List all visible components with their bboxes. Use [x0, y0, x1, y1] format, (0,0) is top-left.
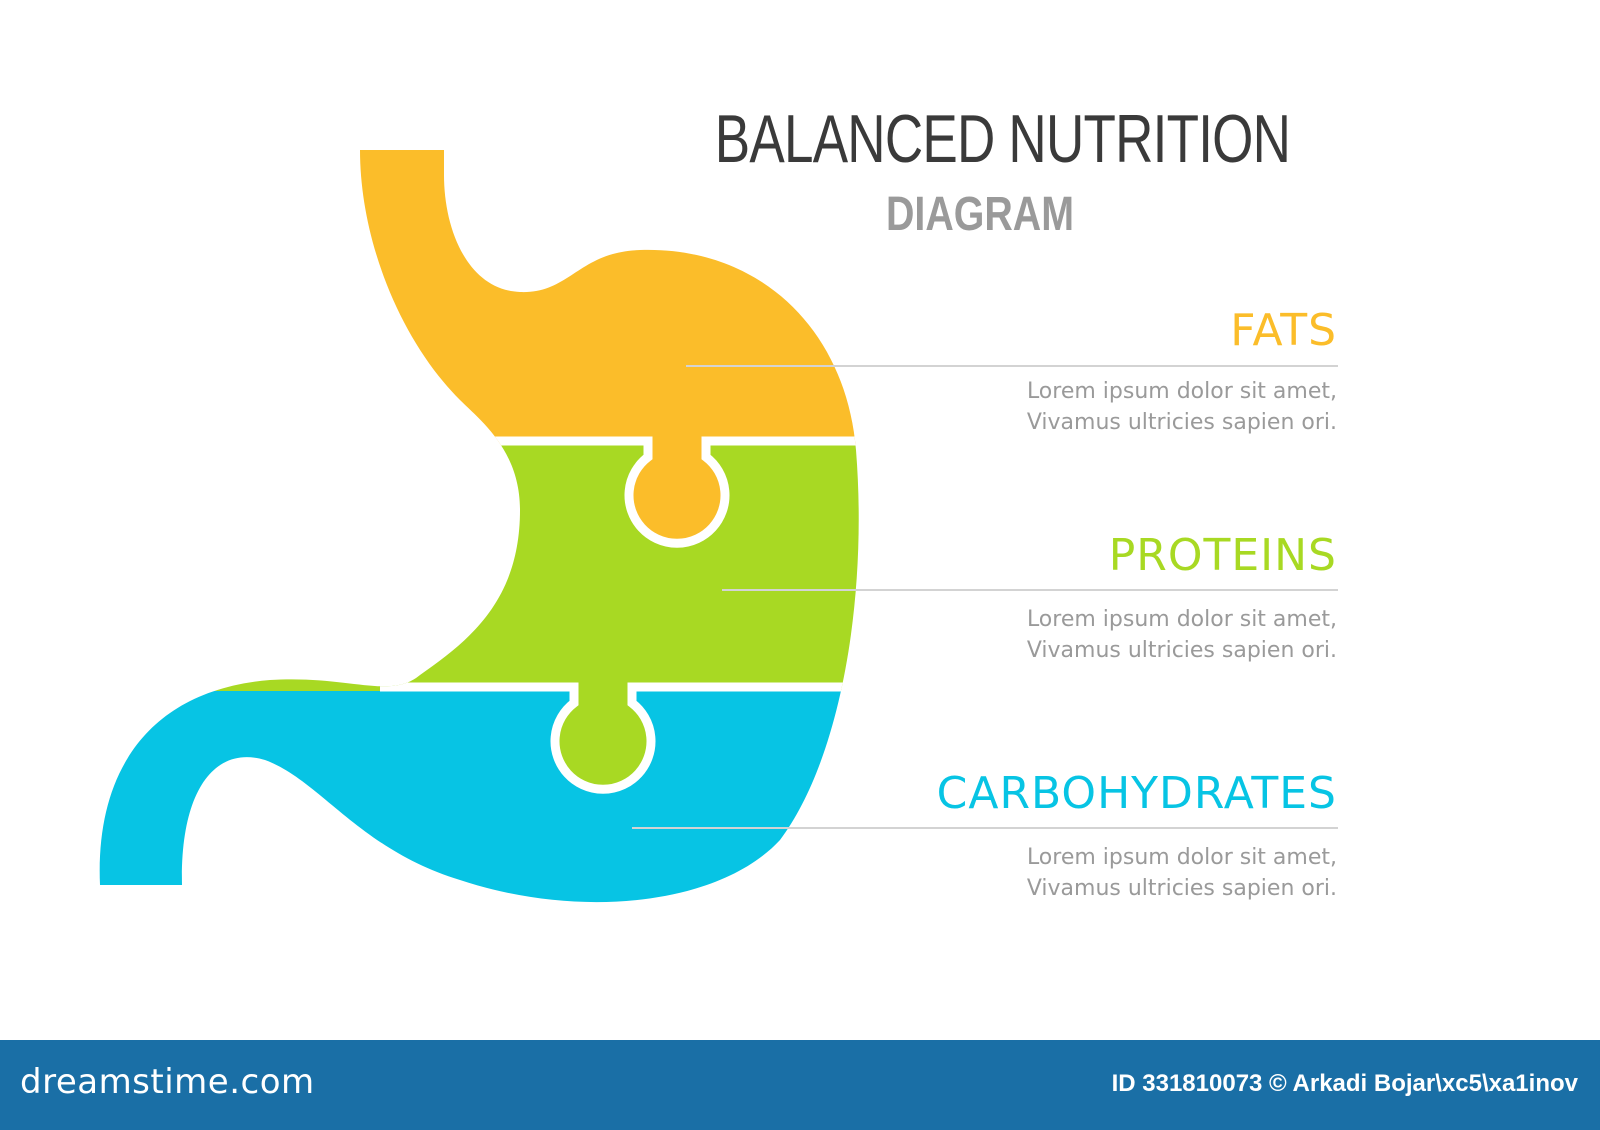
- carbohydrates-segment: [99, 691, 859, 903]
- proteins-description: Lorem ipsum dolor sit amet, Vivamus ultr…: [1027, 604, 1337, 666]
- carbohydrates-description: Lorem ipsum dolor sit amet, Vivamus ultr…: [1027, 842, 1337, 904]
- proteins-puzzle-knob: [555, 687, 651, 790]
- proteins-description-line1: Lorem ipsum dolor sit amet,: [1026, 607, 1337, 632]
- carbohydrates-description-line1: Lorem ipsum dolor sit amet,: [1026, 845, 1337, 870]
- fats-description: Lorem ipsum dolor sit amet, Vivamus ultr…: [1027, 376, 1337, 438]
- brand-logo-text: dreamstime.com: [20, 1062, 315, 1102]
- fats-label: FATS: [1230, 305, 1337, 356]
- fats-description-line2: Vivamus ultricies sapien ori.: [1026, 410, 1337, 435]
- diagram-stage: BALANCED NUTRITION DIAGRAM FATS Lorem ip…: [99, 101, 1338, 904]
- proteins-label: PROTEINS: [1108, 530, 1337, 581]
- footer-bar: dreamstime.com ID 331810073 © Arkadi Boj…: [0, 1040, 1600, 1130]
- carbohydrates-description-line2: Vivamus ultricies sapien ori.: [1026, 876, 1337, 901]
- carbohydrates-label: CARBOHYDRATES: [936, 768, 1337, 819]
- diagram-title: BALANCED NUTRITION: [714, 101, 1291, 177]
- fats-description-line1: Lorem ipsum dolor sit amet,: [1026, 379, 1337, 404]
- image-credit: ID 331810073 © Arkadi Bojar\xc5\xa1inov: [1111, 1070, 1578, 1097]
- fats-proteins-separator: [440, 436, 859, 548]
- stomach-puzzle-illustration: [99, 150, 1338, 903]
- proteins-description-line2: Vivamus ultricies sapien ori.: [1026, 638, 1337, 663]
- proteins-segment: [99, 445, 859, 691]
- fats-puzzle-knob: [629, 441, 725, 544]
- proteins-carbs-separator: [380, 682, 859, 794]
- diagram-subtitle: DIAGRAM: [885, 188, 1075, 241]
